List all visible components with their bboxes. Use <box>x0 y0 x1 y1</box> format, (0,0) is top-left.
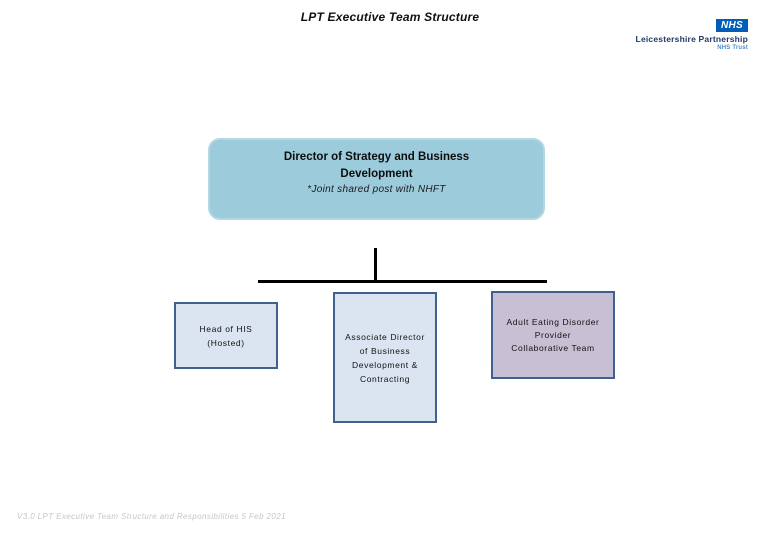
org-box-aed-collaborative: Adult Eating Disorder Provider Collabora… <box>491 291 615 379</box>
org-box-head-of-his-label: Head of HIS (Hosted) <box>199 323 253 348</box>
trust-type-label: NHS Trust <box>717 45 748 51</box>
version-footer: V3.0 LPT Executive Team Structure and Re… <box>17 512 286 521</box>
nhs-logo: NHS Leicestershire Partnership NHS Trust <box>636 19 748 51</box>
nhs-logo-mark: NHS <box>716 19 748 32</box>
trust-name-label: Leicestershire Partnership <box>635 34 748 44</box>
slide-title: LPT Executive Team Structure <box>300 10 480 24</box>
org-box-director-note: *Joint shared post with NHFT <box>307 184 446 195</box>
org-box-associate-director-label: Associate Director of Business Developme… <box>345 331 425 384</box>
org-box-director-title: Director of Strategy and Business Develo… <box>283 151 470 180</box>
connector-horizontal-line <box>258 280 547 283</box>
connector-vertical-line <box>374 248 377 281</box>
nhs-logo-text: NHS <box>720 20 743 31</box>
org-box-director-strategy: Director of Strategy and Business Develo… <box>208 138 545 220</box>
org-box-aed-collaborative-label: Adult Eating Disorder Provider Collabora… <box>506 316 600 353</box>
org-box-head-of-his: Head of HIS (Hosted) <box>174 302 278 369</box>
org-box-associate-director: Associate Director of Business Developme… <box>333 292 437 423</box>
